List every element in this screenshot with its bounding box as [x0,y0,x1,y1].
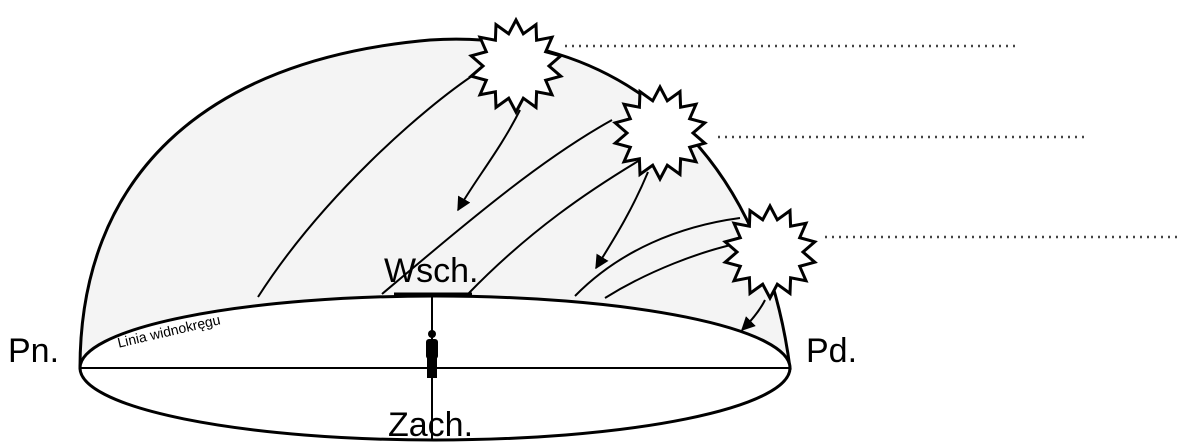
equinox-sun-arc [574,217,741,297]
summer-sun-descent [457,109,521,212]
summer-sun-path [257,71,479,298]
equinox-sun-icon [612,83,708,183]
winter-sun-path [604,243,736,299]
south-label: Pd. [806,332,858,370]
east-label: Wsch. [384,252,479,290]
sky-dome [78,37,792,370]
equinox-sun-descent [595,171,649,270]
winter-sun-descent [741,299,766,331]
winter-sun-icon [722,202,818,302]
west-label: Zach. [388,406,474,444]
sun-layer [468,16,818,302]
north-label: Pn. [8,332,60,370]
summer-sun-icon [468,16,564,116]
equinox-sun-path [381,119,613,295]
equinox-sun-path-inner [467,159,641,295]
observer-figure [426,330,438,378]
